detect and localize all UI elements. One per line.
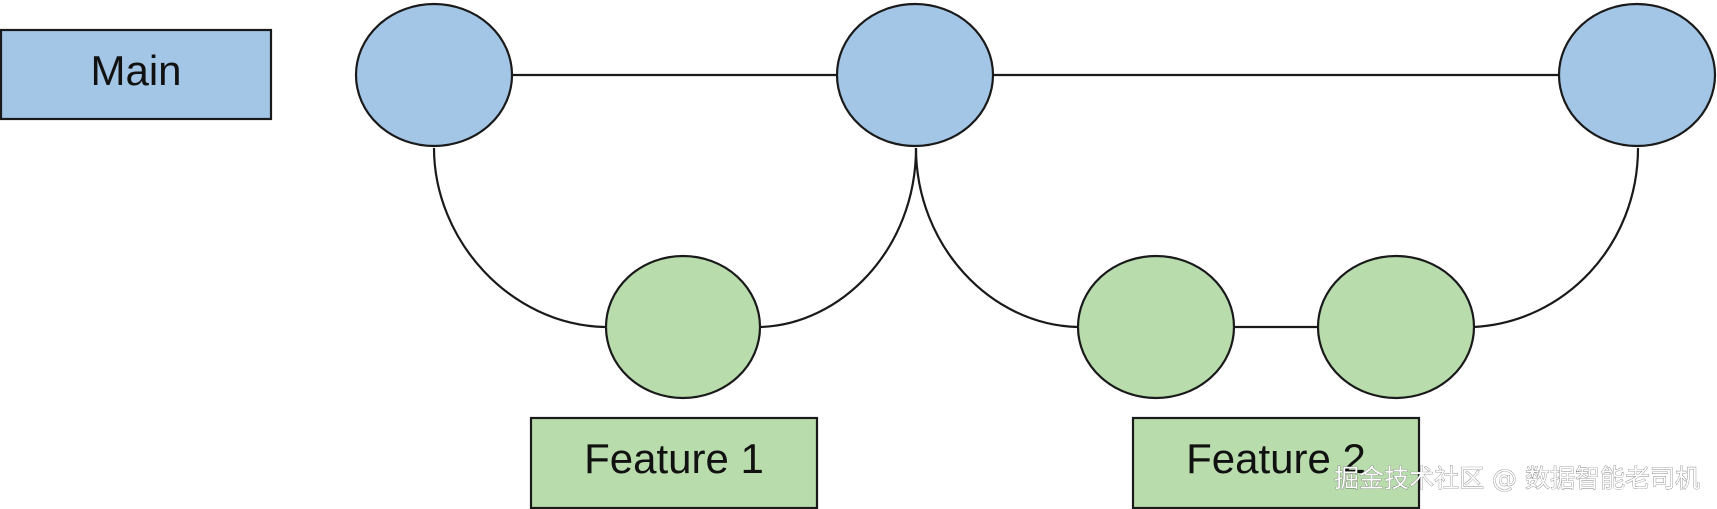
feature1-commit <box>604 254 762 400</box>
main-commit-3 <box>1557 2 1717 148</box>
feature2-label-rect <box>1131 416 1421 509</box>
main-label-box: Main <box>0 28 273 121</box>
feature2-label: Feature 2 <box>1186 435 1366 482</box>
merge-curve-feature2b-to-main3 <box>1473 147 1640 329</box>
feature2-label-box: Feature 2 <box>1131 416 1421 509</box>
branch-curve-main2-to-feature2a <box>914 147 1079 329</box>
main-label-rect <box>0 28 273 121</box>
feature1-label: Feature 1 <box>584 435 764 482</box>
connectors <box>432 73 1640 329</box>
main-commits <box>354 2 1717 148</box>
main-commit-1 <box>354 2 514 148</box>
feature-commits <box>604 254 1476 400</box>
feature1-label-box: Feature 1 <box>529 416 819 509</box>
branch-curve-main1-to-feature1 <box>432 147 606 329</box>
feature1-label-rect <box>529 416 819 509</box>
feature2-commit-2 <box>1316 254 1476 400</box>
watermark: 掘金技术社区 @ 数据智能老司机 <box>1334 464 1700 493</box>
main-label: Main <box>90 47 181 94</box>
feature2-commit-1 <box>1076 254 1236 400</box>
merge-curve-feature1-to-main2 <box>759 147 918 329</box>
main-commit-2 <box>835 2 995 148</box>
